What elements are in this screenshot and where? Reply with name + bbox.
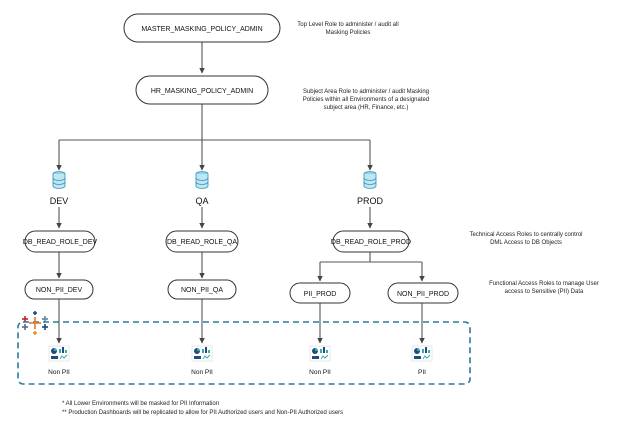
hr-role-label: HR_MASKING_POLICY_ADMIN (151, 88, 253, 95)
footnote-2: ** Production Dashboards will be replica… (62, 410, 344, 416)
env-prod: PROD (357, 171, 384, 206)
pii-prod-node: PII_PROD (289, 282, 351, 304)
dashboard-container (17, 321, 471, 385)
dashboard-icon (411, 345, 433, 362)
footnote-1: * All Lower Environments will be masked … (62, 401, 220, 407)
note-technical: Technical Access Roles to centrally cont… (452, 231, 600, 247)
env-prod-label: PROD (357, 196, 384, 206)
non-pii-qa-node: NON_PII_QA (167, 279, 237, 300)
dashboard-icon (48, 345, 70, 362)
non-pii-dev-label: NON_PII_DEV (36, 287, 83, 294)
pii-prod-label: PII_PROD (304, 291, 337, 298)
note-top-line-1: Top Level Role to administer / audit all (297, 22, 399, 28)
dashboard-prod-pii-label: PII (418, 369, 426, 376)
note-top-level: Top Level Role to administer / audit all… (288, 21, 408, 37)
dashboard-icon (191, 345, 213, 362)
note-func-line-2: access to Sensitive (PII) Data (504, 289, 584, 295)
note-func-line-1: Functional Access Roles to manage User (489, 281, 599, 287)
master-role-label: MASTER_MASKING_POLICY_ADMIN (141, 26, 262, 33)
master-role-node: MASTER_MASKING_POLICY_ADMIN (123, 13, 281, 43)
dashboard-prod-pii[interactable]: PII (411, 345, 433, 376)
database-icon (195, 171, 209, 189)
note-tech-line-2: DML Access to DB Objects (490, 240, 562, 246)
connectors (56, 42, 425, 344)
note-top-line-2: Masking Policies (325, 30, 371, 36)
db-read-role-dev-node: DB_READ_ROLE_DEV (23, 230, 98, 253)
db-read-role-prod-node: DB_READ_ROLE_PROD (331, 230, 411, 253)
dashboard-qa[interactable]: Non PII (191, 345, 213, 376)
note-subject-area: Subject Area Role to administer / audit … (286, 88, 446, 112)
note-subject-line-2: Policies within all Environments of a de… (302, 97, 430, 103)
footnotes: * All Lower Environments will be masked … (62, 400, 343, 418)
db-read-role-dev-label: DB_READ_ROLE_DEV (23, 239, 98, 246)
note-functional: Functional Access Roles to manage User a… (480, 280, 608, 296)
non-pii-prod-label: NON_PII_PROD (397, 291, 449, 298)
env-dev: DEV (50, 171, 69, 206)
note-tech-line-1: Technical Access Roles to centrally cont… (469, 232, 583, 238)
dashboard-icon (309, 345, 331, 362)
db-read-role-qa-label: DB_READ_ROLE_QA (167, 239, 237, 246)
env-qa-label: QA (195, 196, 208, 206)
dashboard-prod-non-pii-label: Non PII (309, 369, 331, 376)
tableau-logo-icon (22, 311, 48, 335)
non-pii-dev-node: NON_PII_DEV (24, 279, 94, 300)
database-icon (52, 171, 66, 189)
dashboard-prod-non-pii[interactable]: Non PII (309, 345, 331, 376)
note-subject-line-3: subject area (HR, Finance, etc.) (323, 105, 409, 111)
dashboard-dev-label: Non PII (48, 369, 70, 376)
db-read-role-prod-label: DB_READ_ROLE_PROD (331, 239, 411, 246)
env-dev-label: DEV (50, 196, 69, 206)
db-read-role-qa-node: DB_READ_ROLE_QA (165, 230, 239, 253)
note-subject-line-1: Subject Area Role to administer / audit … (302, 89, 430, 95)
database-icon (363, 171, 377, 189)
non-pii-qa-label: NON_PII_QA (181, 287, 223, 294)
env-qa: QA (195, 171, 209, 206)
hr-role-node: HR_MASKING_POLICY_ADMIN (135, 75, 269, 105)
dashboard-qa-label: Non PII (191, 369, 213, 376)
dashboard-dev[interactable]: Non PII (48, 345, 70, 376)
non-pii-prod-node: NON_PII_PROD (387, 282, 459, 304)
